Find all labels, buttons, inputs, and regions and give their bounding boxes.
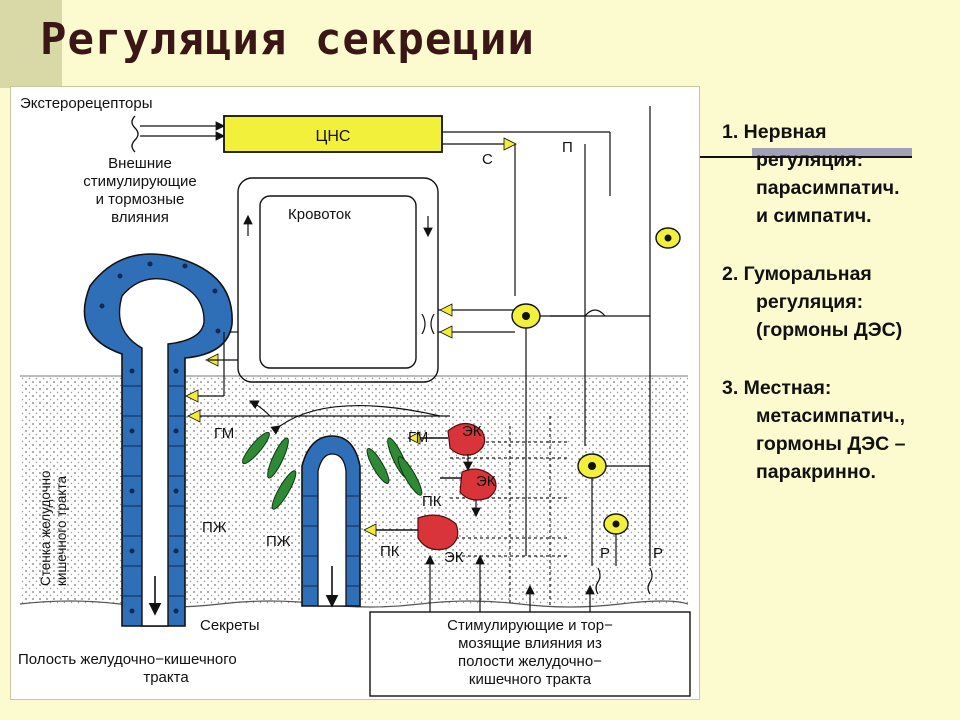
regulation-line: паракринно.	[756, 461, 876, 483]
regulation-heading: 2. Гуморальная	[722, 263, 872, 285]
endocrine-cell-3	[363, 514, 459, 551]
endocrine-cell-2	[440, 468, 497, 518]
regulation-item-humoral: 2. Гуморальная регуляция: (гормоны ДЭС)	[722, 260, 956, 344]
regulation-line: парасимпатич.	[756, 177, 900, 199]
label-external-1: Внешние	[108, 155, 172, 172]
label-ek-1: ЭК	[462, 423, 482, 440]
regulation-item-local: 3. Местная: метасимпатич., гормоны ДЭС –…	[722, 374, 956, 486]
label-cns: ЦНС	[316, 128, 351, 145]
decorative-rule	[700, 156, 912, 158]
label-exteroceptors: Экстерорецепторы	[20, 95, 152, 112]
ganglion-cell	[603, 513, 629, 535]
regulation-line: метасимпатич.,	[756, 405, 905, 427]
regulation-line: регуляция:	[756, 149, 864, 171]
cns-box	[223, 115, 443, 153]
label-ek-2: ЭК	[476, 473, 496, 490]
regulation-line: и симпатич.	[756, 205, 872, 227]
slide-title: Регуляция секреции	[40, 14, 535, 65]
label-parasympathetic: П	[562, 139, 573, 156]
label-ek-3: ЭК	[444, 549, 464, 566]
label-external-2: стимулирующие	[83, 173, 197, 190]
label-gm-left: ГМ	[214, 425, 234, 442]
label-cavity-1: Полость желудочно−кишечного	[18, 651, 237, 668]
gland-right	[301, 435, 361, 607]
secretion-diagram: Экстерорецепторы ЦНС Внешние стимулирующ…	[10, 86, 700, 700]
label-cavity-2: тракта	[143, 669, 189, 686]
regulation-item-nervous: 1. Нервная регуляция: парасимпатич. и си…	[722, 118, 956, 230]
label-receptor-2: Р	[653, 545, 663, 562]
ganglion-cell	[577, 453, 607, 479]
smooth-muscle-right	[366, 437, 423, 496]
label-lumen-4: кишечного тракта	[469, 671, 592, 688]
label-receptor-1: Р	[600, 545, 610, 562]
label-pk-2: ПК	[380, 543, 400, 560]
gland-left	[83, 253, 233, 627]
regulation-line: (гормоны ДЭС)	[756, 319, 903, 341]
label-lumen-2: мозящие влияния из	[458, 635, 602, 652]
label-lumen-1: Стимулирующие и тор−	[447, 617, 613, 634]
label-wall-1: Стенка желудочно	[38, 470, 53, 586]
label-secrets: Секреты	[200, 617, 260, 634]
label-wall-2: кишечного тракта	[54, 475, 69, 586]
label-external-3: и тормозные	[96, 191, 185, 208]
ganglion-cell	[511, 303, 541, 329]
ganglion-cell	[655, 227, 681, 249]
regulation-line: гормоны ДЭС –	[756, 433, 906, 455]
regulation-line: регуляция:	[756, 291, 864, 313]
decorative-accent-bar	[752, 148, 912, 156]
label-lumen-3: полости желудочно−	[458, 653, 602, 670]
endocrine-cell-1	[407, 422, 486, 472]
smooth-muscle-left	[242, 431, 297, 510]
label-bloodflow: Кровоток	[288, 206, 351, 223]
label-sympathetic: С	[482, 151, 493, 168]
corner-accent	[0, 0, 62, 88]
regulation-heading: 1. Нервная	[722, 121, 827, 143]
regulation-list: 1. Нервная регуляция: парасимпатич. и си…	[722, 118, 956, 486]
regulation-heading: 3. Местная:	[722, 377, 832, 399]
label-pzh-right: ПЖ	[266, 533, 291, 550]
label-pk-1: ПК	[422, 493, 442, 510]
label-pzh-left: ПЖ	[202, 519, 227, 536]
label-external-4: влияния	[111, 209, 169, 226]
label-gm-right: ГМ	[408, 429, 428, 446]
